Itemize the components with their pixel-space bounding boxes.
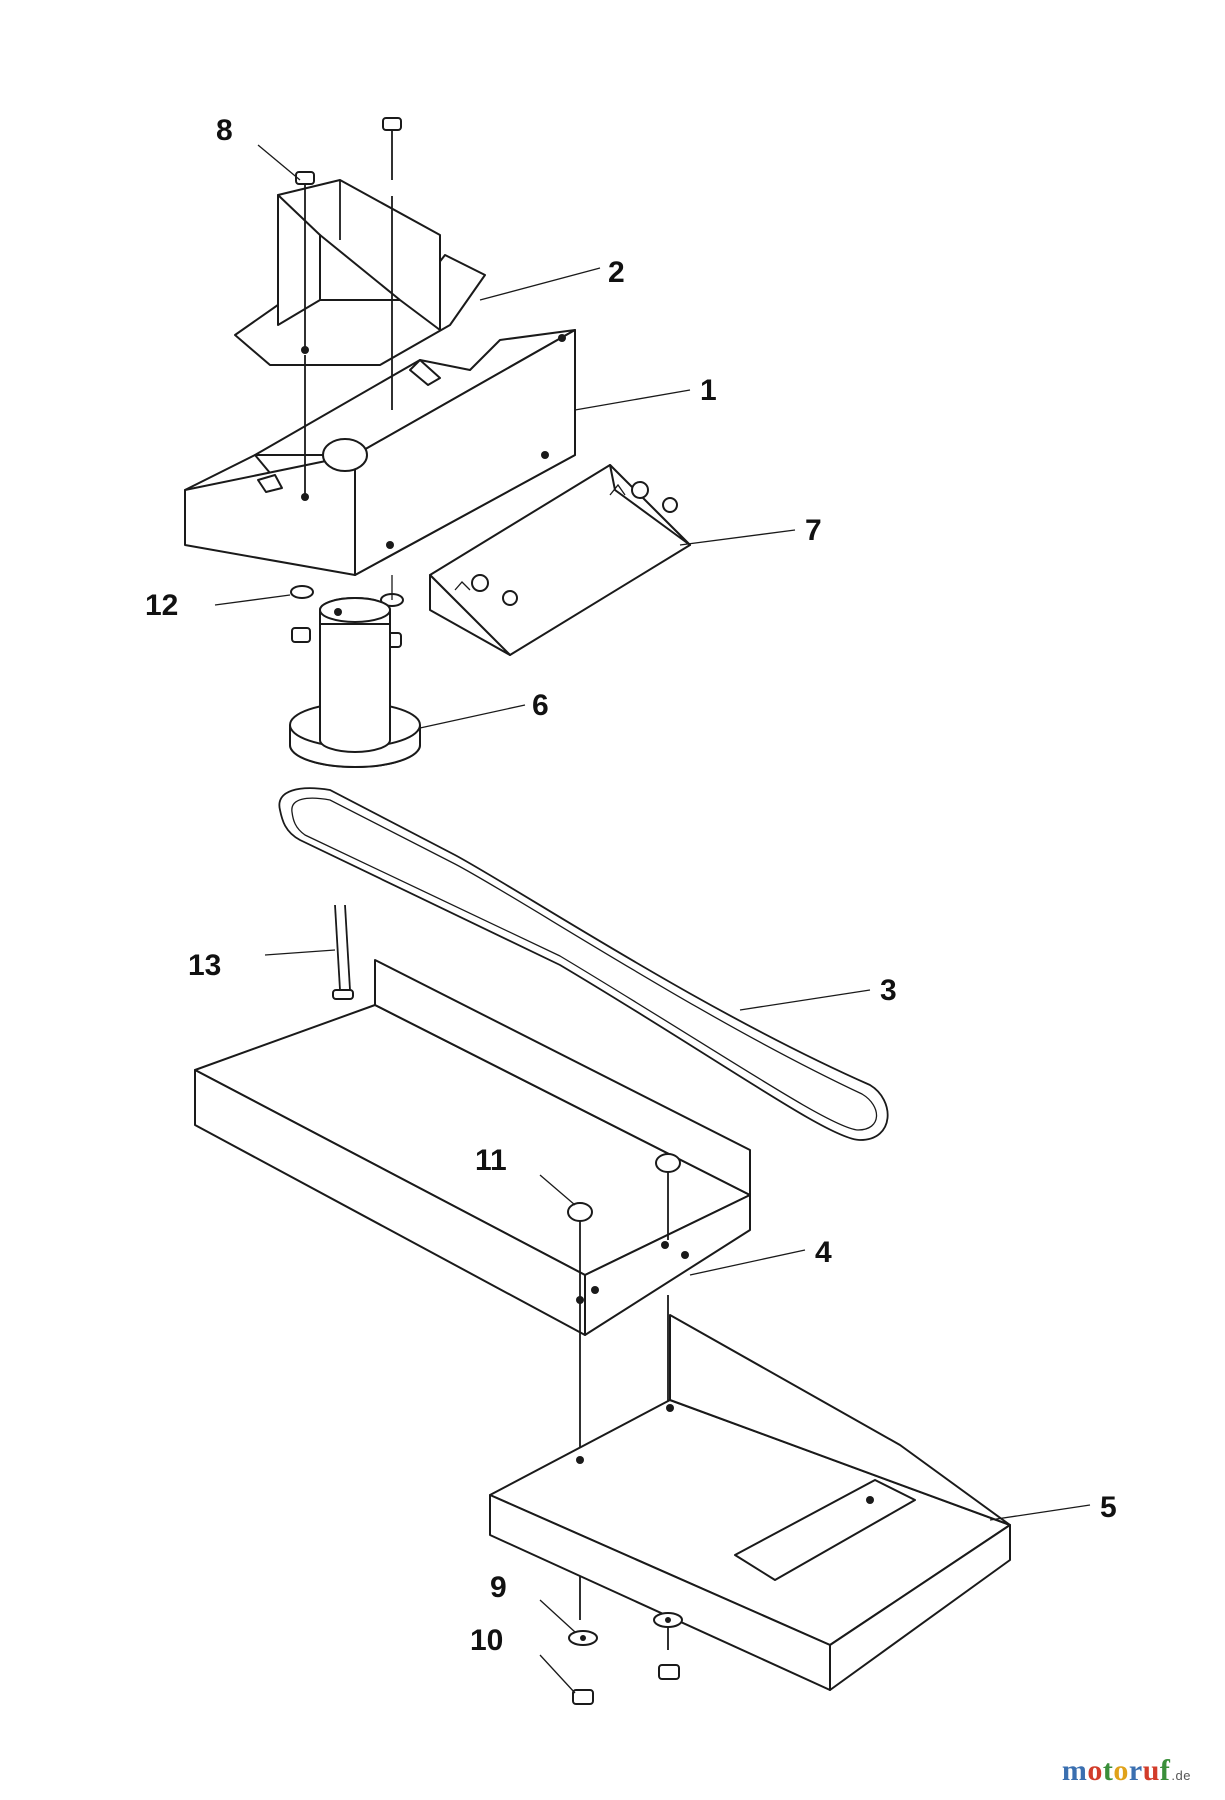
callout-7: 7 (805, 514, 822, 547)
part-6-pulley-spindle (289, 597, 421, 768)
watermark-letter: f (1159, 1754, 1171, 1787)
watermark-letter: t (1102, 1754, 1114, 1787)
part-4-base-tray (194, 959, 751, 1336)
callout-1: 1 (700, 374, 717, 407)
callout-3: 3 (880, 974, 897, 1007)
watermark-letter: o (1113, 1754, 1129, 1787)
part-13-pin (332, 904, 354, 1000)
callout-8: 8 (216, 114, 233, 147)
watermark-letter: o (1087, 1754, 1103, 1787)
callout-6: 6 (532, 689, 549, 722)
callout-9: 9 (490, 1571, 507, 1604)
callout-12: 12 (145, 589, 178, 622)
leader-lines (214, 144, 1091, 1694)
part-1-main-housing (184, 329, 576, 576)
watermark-tld: .de (1171, 1768, 1191, 1783)
part-7-side-plate (429, 464, 691, 656)
callout-labels: 8 2 1 7 12 6 13 3 11 4 5 9 10 (145, 114, 1117, 1657)
motoruf-watermark-logo: motoruf.de (1062, 1754, 1191, 1788)
part-3-belt (278, 787, 889, 1141)
callout-2: 2 (608, 256, 625, 289)
callout-11: 11 (475, 1144, 507, 1177)
callout-10: 10 (470, 1624, 503, 1657)
callout-5: 5 (1100, 1491, 1117, 1524)
callout-4: 4 (815, 1236, 832, 1269)
fasteners-lower (568, 1612, 683, 1705)
watermark-letter: u (1142, 1754, 1160, 1787)
watermark-letter: r (1128, 1754, 1143, 1787)
callout-13: 13 (188, 949, 221, 982)
watermark-letter: m (1061, 1754, 1088, 1787)
part-2-top-bracket (234, 179, 486, 366)
part-5-lower-chute (489, 1314, 1011, 1691)
